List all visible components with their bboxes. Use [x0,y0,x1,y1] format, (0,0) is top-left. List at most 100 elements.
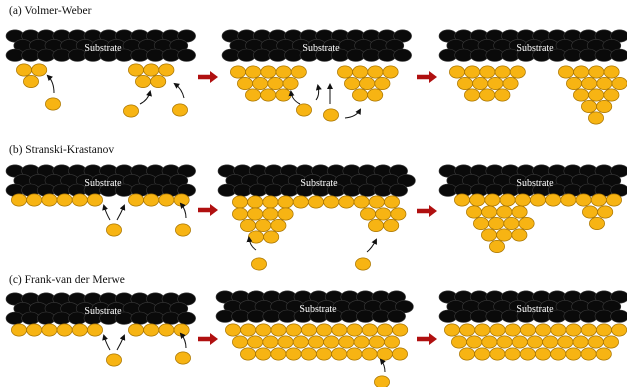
island-atom [384,219,399,231]
wetting-layer-atom [454,194,469,206]
wetting-layer-atom [576,194,591,206]
island [232,208,293,243]
film-atom [558,336,573,348]
substrate-atom [394,49,412,61]
film-atom [581,348,596,360]
film-atom [271,324,286,336]
film-atom [460,324,475,336]
adatom-path-arrow-icon [117,336,124,350]
island-atom [597,100,612,112]
island-atom [598,206,613,218]
island-atom [464,89,479,101]
film-atom [347,348,362,360]
island-atom [589,89,604,101]
wetting-layer-atom [57,324,72,336]
wetting-layer-atom [144,324,159,336]
substrate-label: Substrate [84,306,122,317]
wetting-layer-atom [72,194,87,206]
film-atom [505,324,520,336]
island-atom [248,231,263,243]
substrate-atom [6,49,24,61]
wetting-layer-atom [159,324,174,336]
film-atom [535,348,550,360]
island-atom [276,66,291,78]
island-atom [489,240,504,252]
island-atom [512,206,527,218]
process-arrow-icon [198,333,218,345]
film-atom [278,336,293,348]
island-atom [248,208,263,220]
row-frank-van-der-merwe: (c) Frank-van der Merwe SubstrateSubstra… [6,274,627,387]
island-atom [519,217,534,229]
film-atom [377,348,392,360]
substrate-atom [564,310,582,322]
film-atom [497,336,512,348]
island-atom [276,89,291,101]
island-atom [261,89,276,101]
wetting-layer-atom [369,196,384,208]
adatom-path-arrow-icon [175,84,184,98]
film-atom [369,336,384,348]
island-atom [353,66,368,78]
island-atom [352,89,367,101]
substrate-label: Substrate [300,178,338,189]
substrate-atom [263,310,281,322]
wetting-layer-atom [11,324,26,336]
substrate-atom [486,310,504,322]
film-atom [225,324,240,336]
film-atom [573,336,588,348]
film-atom [332,348,347,360]
film-atom [263,336,278,348]
island-atom [271,219,286,231]
substrate-atom [347,49,365,61]
film-atom [482,336,497,348]
island-atom [581,100,596,112]
wetting-layer-atom [128,324,143,336]
wetting-layer-atom [87,324,102,336]
island-atom [574,66,589,78]
substrate-atom [265,184,283,196]
substrate-atom [390,184,408,196]
film-atom [377,324,392,336]
film-atom [520,348,535,360]
island-atom [144,64,159,76]
wetting-layer-atom [263,196,278,208]
film-atom [588,336,603,348]
substrate-atom [439,49,457,61]
film-atom [332,324,347,336]
island-atom [135,75,150,87]
film-atom [240,348,255,360]
island-atom [253,77,268,89]
wetting-layer-atom [308,196,323,208]
island-atom [495,89,510,101]
free-adatom [296,104,311,116]
wetting-layer-atom [339,196,354,208]
film-atom [475,348,490,360]
substrate-atom [343,184,361,196]
island-atom [256,219,271,231]
free-adatom [175,224,190,236]
film-atom [459,348,474,360]
island-atom [360,208,375,220]
film-atom [527,336,542,348]
wetting-layer-atom [248,196,263,208]
island [337,66,398,101]
film-atom [301,324,316,336]
film-atom [451,336,466,348]
film-atom [467,336,482,348]
row-title: (c) Frank-van der Merwe [9,274,125,286]
island-atom [495,66,510,78]
island-atom [246,66,261,78]
island-atom [604,66,619,78]
island-atom [230,66,245,78]
island-atom [457,77,472,89]
wetting-layer-atom [72,324,87,336]
wetting-layer-atom [278,196,293,208]
island-atom [566,77,581,89]
wetting-layer-atom [324,196,339,208]
film-atom [317,324,332,336]
film-atom [536,324,551,336]
island-atom [360,77,375,89]
island-atom [473,217,488,229]
substrate-atom [439,184,457,196]
